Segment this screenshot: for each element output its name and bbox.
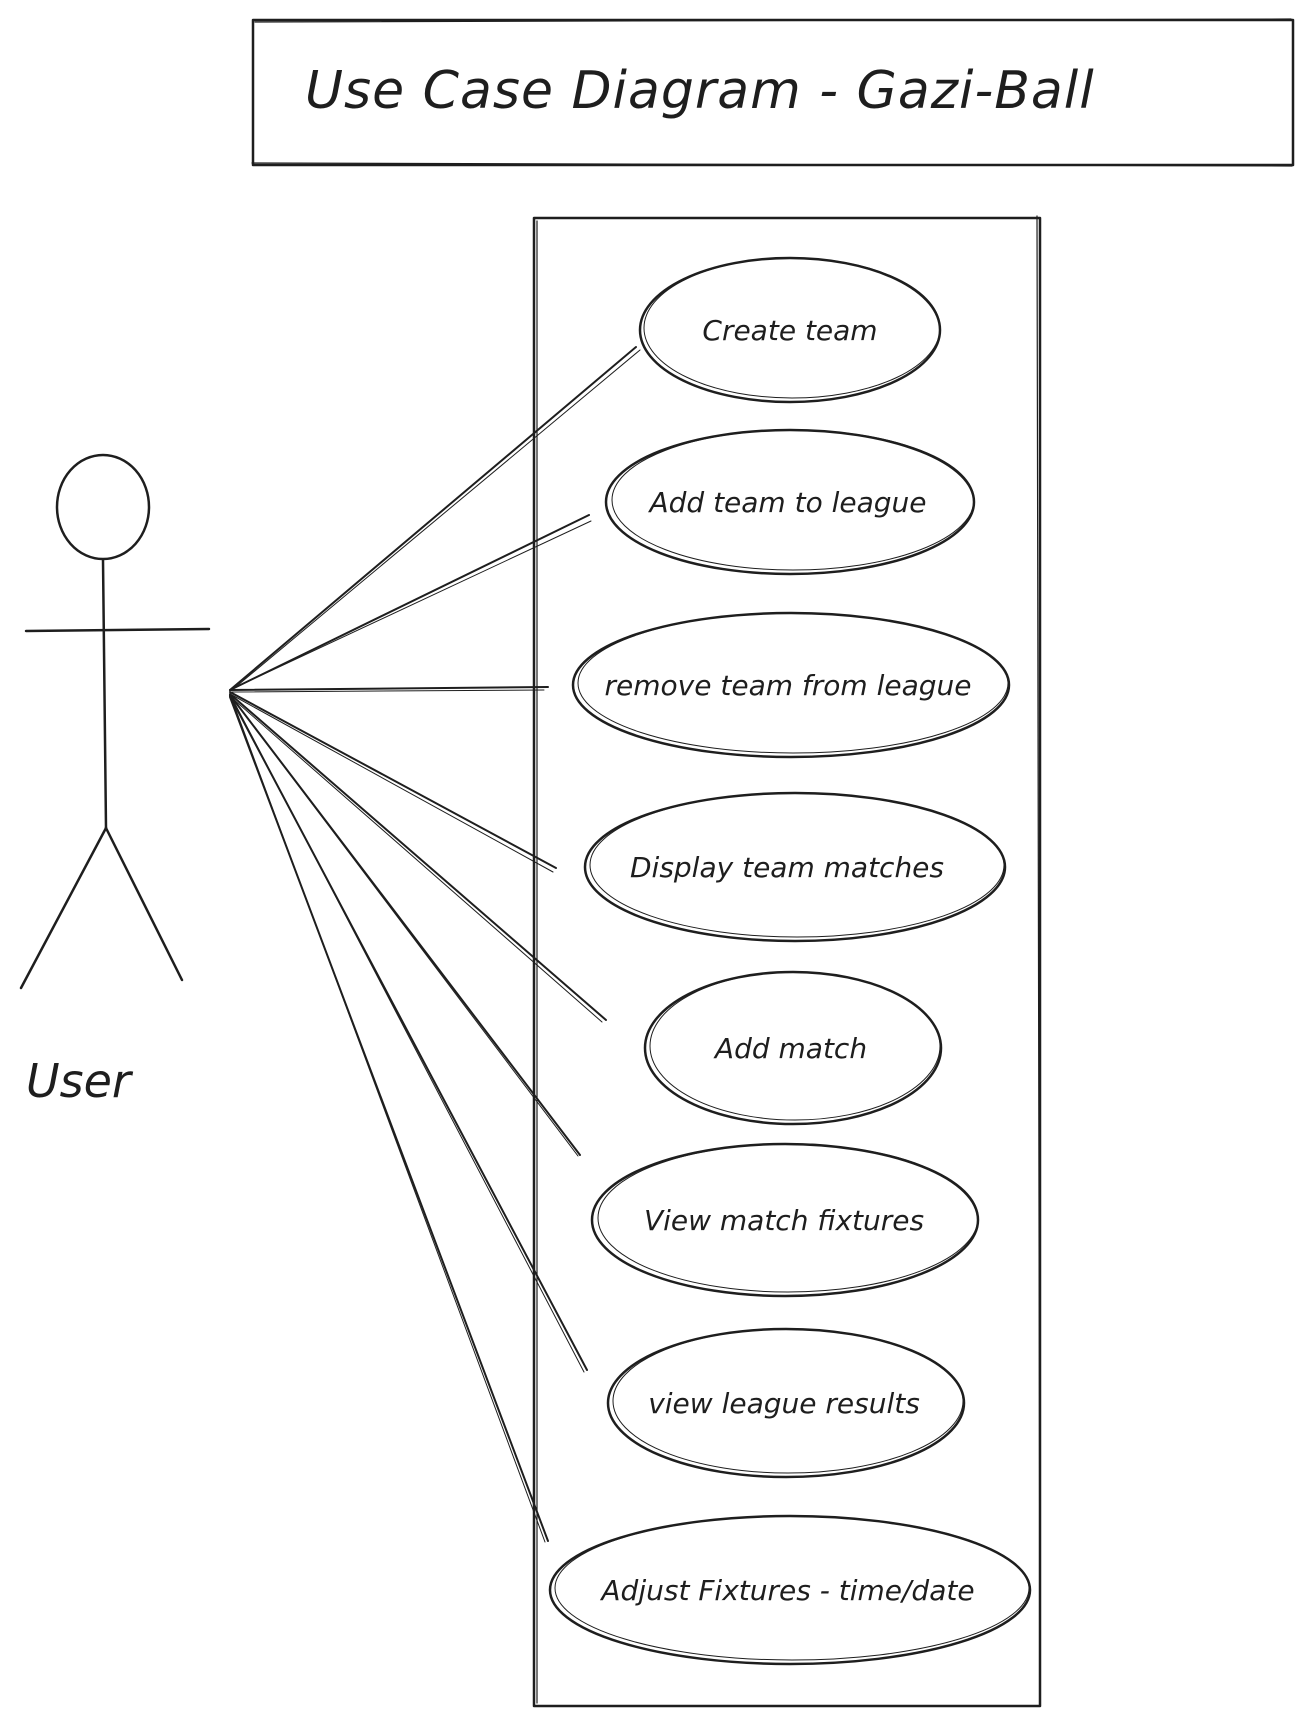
system-boundary (532, 215, 1042, 1708)
association-line (231, 697, 603, 1023)
association-line (231, 520, 592, 690)
use-case-label: Create team (702, 314, 877, 347)
actor-arms (24, 627, 211, 633)
association-line (231, 349, 641, 691)
use-case-view-league-results: view league results (606, 1327, 966, 1479)
actor-body (101, 558, 108, 830)
use-case-label: view league results (648, 1387, 920, 1420)
diagram-title: Use Case Diagram - Gazi-Ball (305, 61, 1095, 121)
use-case-remove-team-from-league: remove team from league (571, 611, 1011, 759)
association-line (229, 693, 607, 1021)
use-case-label: View match fixtures (644, 1204, 924, 1237)
association-line (229, 514, 590, 691)
use-case-add-team-to-league: Add team to league (604, 428, 976, 576)
association-line (229, 691, 557, 869)
use-case-view-match-fixtures: View match fixtures (590, 1142, 980, 1298)
association-line (229, 686, 549, 691)
actor-user: User (19, 453, 211, 1108)
use-case-label: remove team from league (605, 669, 972, 702)
title-box: Use Case Diagram - Gazi-Ball (251, 18, 1295, 167)
use-case-label: Adjust Fixtures - time/date (599, 1574, 974, 1607)
actor-right-leg (104, 826, 184, 982)
actor-label: User (26, 1054, 134, 1108)
use-case-label: Display team matches (630, 851, 944, 884)
association-line (232, 701, 546, 1543)
use-case-label: Add team to league (647, 486, 926, 519)
use-case-display-team-matches: Display team matches (583, 791, 1007, 943)
actor-left-leg (19, 826, 108, 990)
use-case-create-team: Create team (638, 256, 942, 404)
association-lines (229, 346, 641, 1543)
association-line (231, 689, 545, 693)
association-line (232, 698, 579, 1157)
association-line (229, 346, 637, 691)
association-line (231, 694, 554, 873)
use-case-label: Add match (713, 1032, 867, 1065)
use-case-add-match: Add match (643, 970, 943, 1126)
association-line (232, 699, 585, 1373)
actor-head (55, 453, 151, 561)
use-case-adjust-fixtures: Adjust Fixtures - time/date (548, 1514, 1032, 1666)
